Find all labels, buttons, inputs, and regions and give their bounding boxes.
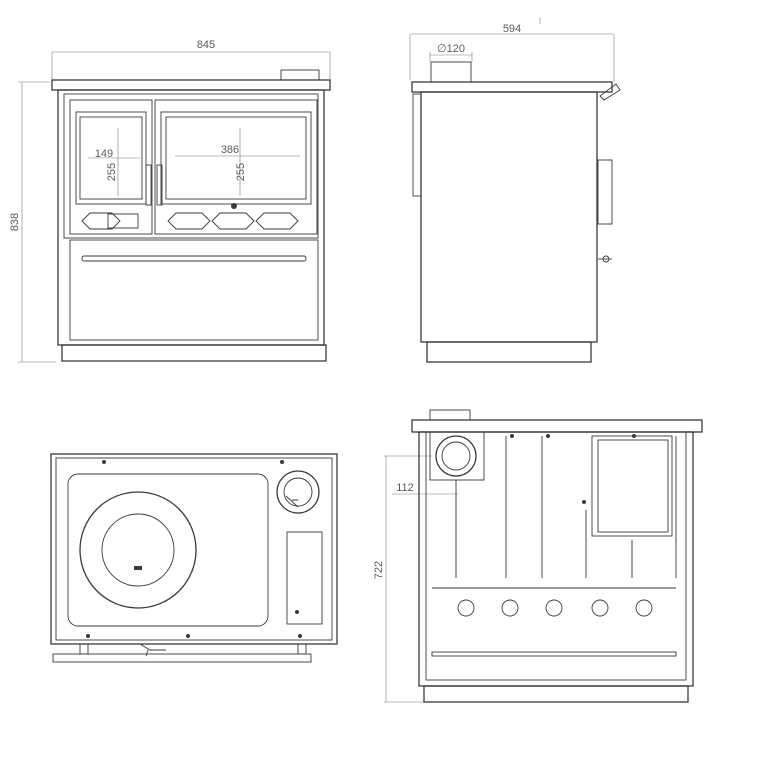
oven-width-dim: 386 (221, 144, 239, 156)
rear-offset-dim: 112 (396, 482, 414, 494)
left-door-width-dim: 149 (95, 148, 113, 160)
rear-view: 722 112 (373, 409, 703, 703)
side-view: 594 ∅120 (409, 18, 621, 363)
front-width-dim: 845 (197, 39, 215, 51)
side-depth-dim: 594 (503, 23, 521, 35)
oven-height-dim: 255 (235, 163, 247, 181)
rear-height-dim: 722 (373, 561, 385, 579)
front-view: 845 838 149 255 386 255 (9, 39, 331, 363)
top-view (50, 453, 338, 663)
front-height-dim: 838 (9, 213, 21, 231)
flue-diameter-dim: ∅120 (437, 43, 465, 55)
left-door-height-dim: 255 (106, 163, 118, 181)
